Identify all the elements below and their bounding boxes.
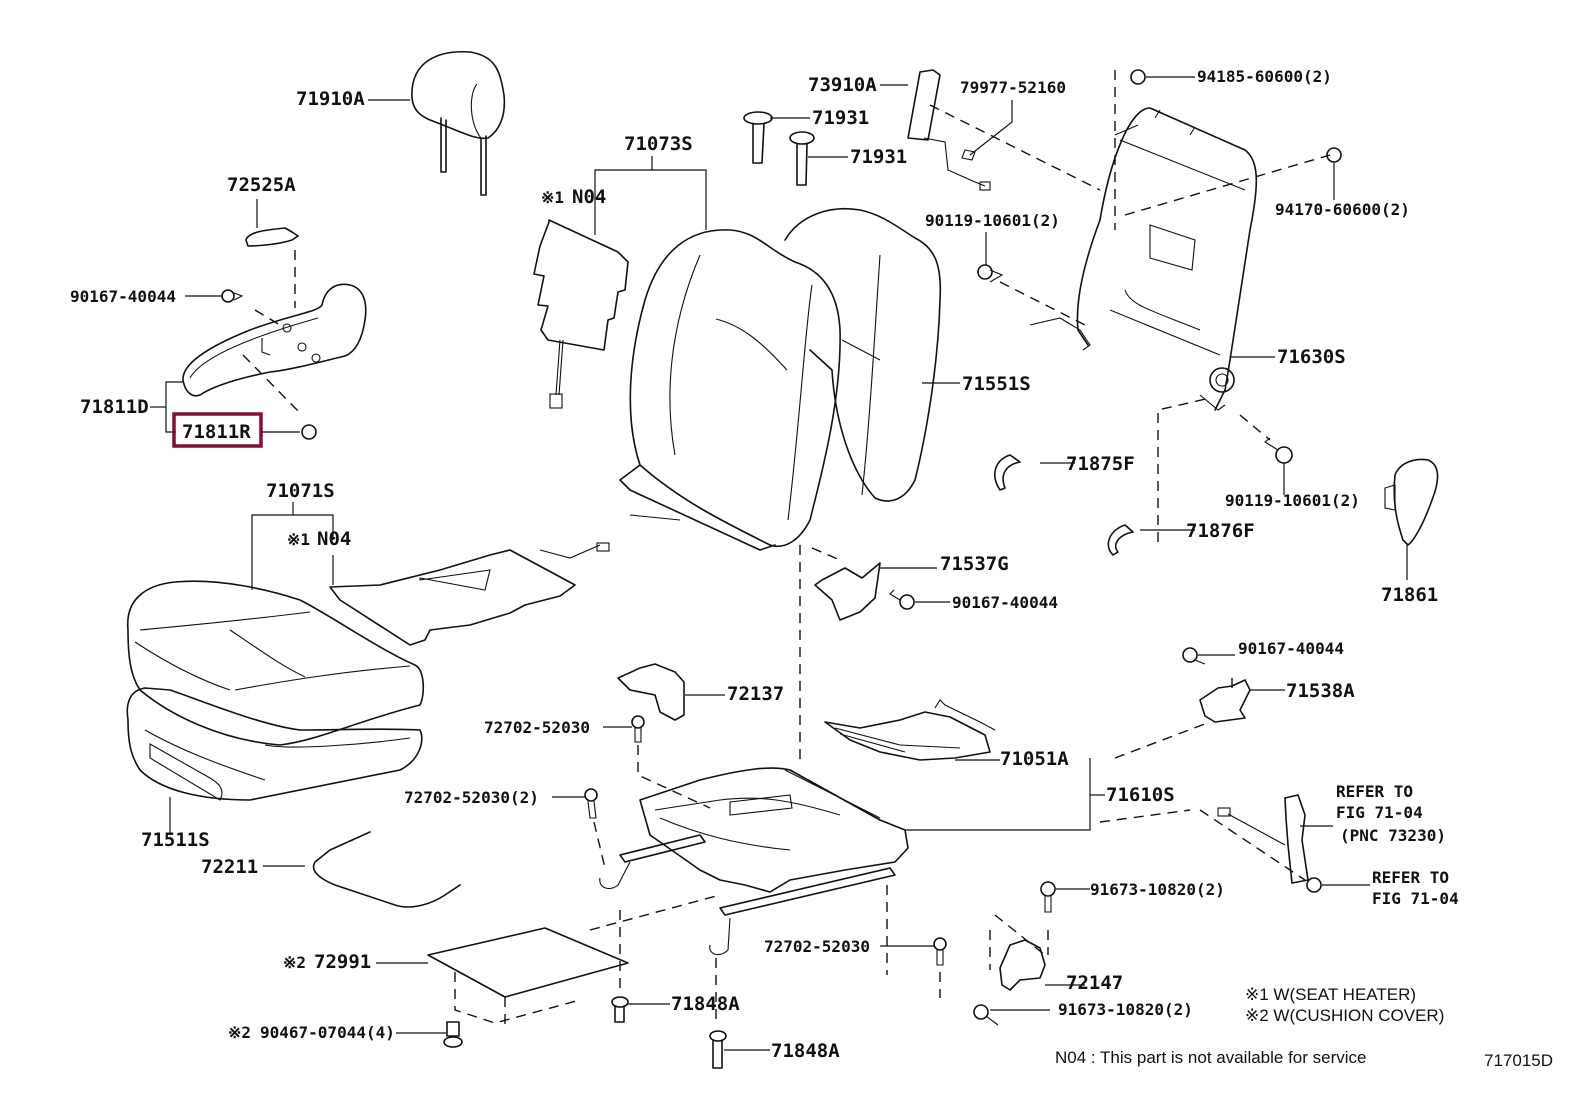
- seatback-frame-part[interactable]: [1076, 107, 1258, 411]
- back-heater-part[interactable]: [533, 219, 629, 351]
- callout-N04-back[interactable]: N04: [572, 186, 606, 208]
- nut-part[interactable]: [1306, 877, 1322, 893]
- callout-71931-2[interactable]: 71931: [850, 146, 907, 168]
- seat-belt-buckle-part[interactable]: [1217, 794, 1309, 884]
- seat-adjuster-part[interactable]: [599, 767, 909, 956]
- nut-part[interactable]: [1326, 147, 1342, 163]
- callout-71610S[interactable]: 71610S: [1106, 784, 1175, 806]
- callout-90167-40044-right[interactable]: 90167-40044: [1238, 639, 1344, 658]
- cushion-pad-part[interactable]: [126, 687, 423, 801]
- headrest-part[interactable]: [411, 50, 506, 196]
- figure-code: 717015D: [1484, 1051, 1553, 1070]
- seat-shield-part[interactable]: [182, 283, 367, 397]
- callout-72991[interactable]: 72991: [314, 951, 371, 973]
- highlight-box: [172, 412, 263, 448]
- bolt-part[interactable]: [977, 264, 1004, 283]
- refer-belt-line1: REFER TO: [1336, 782, 1413, 801]
- refer-nut-line1: REFER TO: [1372, 868, 1449, 887]
- callout-72137[interactable]: 72137: [727, 683, 784, 705]
- nut-part[interactable]: [1130, 69, 1146, 85]
- undercover-part[interactable]: [427, 927, 629, 998]
- callout-71071S[interactable]: 71071S: [266, 480, 335, 502]
- callout-71538A[interactable]: 71538A: [1286, 680, 1355, 702]
- guide-71848A-part[interactable]: [709, 1030, 727, 1069]
- headrest-guide-part[interactable]: [789, 131, 815, 186]
- back-pad-part[interactable]: [784, 208, 942, 502]
- knob-cover-part[interactable]: [245, 227, 299, 247]
- callout-71051A[interactable]: 71051A: [1000, 748, 1069, 770]
- callout-N04-cushion[interactable]: N04: [317, 528, 351, 550]
- recliner-cover-outer-part[interactable]: [1107, 524, 1134, 556]
- callout-72147[interactable]: 72147: [1066, 972, 1123, 994]
- bolt-part[interactable]: [1264, 437, 1293, 464]
- callout-72525A[interactable]: 72525A: [227, 174, 296, 196]
- bolt-part[interactable]: [973, 1004, 999, 1026]
- recliner-knob-cover-part[interactable]: [1393, 458, 1439, 546]
- callout-71875F[interactable]: 71875F: [1066, 453, 1135, 475]
- callout-94170-60600[interactable]: 94170-60600(2): [1275, 200, 1410, 219]
- screw-part[interactable]: [221, 289, 235, 303]
- back-cover-part[interactable]: [629, 229, 841, 547]
- cushion-heater-mark: ※1: [287, 530, 310, 549]
- clip-part[interactable]: [301, 424, 317, 440]
- callout-71630S[interactable]: 71630S: [1277, 346, 1346, 368]
- cushion-cover-part[interactable]: [126, 580, 425, 746]
- callout-94185-60600[interactable]: 94185-60600(2): [1197, 67, 1332, 86]
- bolt-part[interactable]: [631, 715, 645, 743]
- clip-mark: ※2: [228, 1023, 251, 1042]
- callout-72702-52030-a[interactable]: 72702-52030: [484, 718, 590, 737]
- callout-72702-52030-c[interactable]: 72702-52030: [764, 937, 870, 956]
- callout-71811R[interactable]: 71811R: [182, 421, 251, 443]
- callout-72211[interactable]: 72211: [201, 856, 258, 878]
- callout-72702-52030-b[interactable]: 72702-52030(2): [404, 788, 539, 807]
- guide-71848A-part[interactable]: [611, 996, 629, 1023]
- headrest-guide-part[interactable]: [743, 111, 773, 164]
- bracket-72147-part[interactable]: [999, 939, 1046, 991]
- wire-part[interactable]: [312, 831, 461, 908]
- refer-nut-line2[interactable]: FIG 71-04: [1372, 889, 1459, 908]
- callout-73910A[interactable]: 73910A: [808, 74, 877, 96]
- side-airbag-part[interactable]: [907, 69, 941, 141]
- callout-71861[interactable]: 71861: [1381, 584, 1438, 606]
- bracket-71538A-part[interactable]: [1199, 679, 1251, 723]
- callout-71073S[interactable]: 71073S: [624, 133, 693, 155]
- bolt-part[interactable]: [1040, 881, 1056, 913]
- cover-72137-part[interactable]: [617, 663, 685, 721]
- callout-71551S[interactable]: 71551S: [962, 373, 1031, 395]
- screw-part[interactable]: [1182, 647, 1206, 665]
- undercover-mark: ※2: [283, 953, 306, 972]
- callout-91673-10820-bottom[interactable]: 91673-10820(2): [1058, 1000, 1193, 1019]
- callout-90467-07044[interactable]: 90467-07044(4): [260, 1023, 395, 1042]
- clip-90467-part[interactable]: [443, 1021, 463, 1048]
- callout-71511S[interactable]: 71511S: [141, 829, 210, 851]
- legend-note-cushion-cover: ※2 W(CUSHION COVER): [1245, 1006, 1444, 1025]
- bolt-part[interactable]: [584, 788, 598, 819]
- callout-71848A-2[interactable]: 71848A: [771, 1040, 840, 1062]
- callout-91673-10820-top[interactable]: 91673-10820(2): [1090, 880, 1225, 899]
- bolt-part[interactable]: [933, 937, 947, 966]
- legend-note-seat-heater: ※1 W(SEAT HEATER): [1245, 985, 1416, 1004]
- callout-90119-10601-top[interactable]: 90119-10601(2): [925, 211, 1060, 230]
- bracket-71537G-part[interactable]: [814, 562, 881, 621]
- screw-part[interactable]: [889, 589, 915, 610]
- refer-belt-line2[interactable]: FIG 71-04: [1336, 803, 1423, 822]
- spring-part[interactable]: [824, 711, 991, 761]
- callout-90119-10601-bottom[interactable]: 90119-10601(2): [1225, 491, 1360, 510]
- refer-belt-line3: (PNC 73230): [1340, 826, 1446, 845]
- recliner-cover-inner-part[interactable]: [994, 454, 1021, 491]
- heater-mark: ※1: [541, 188, 564, 207]
- callout-71848A-1[interactable]: 71848A: [671, 993, 740, 1015]
- legend-note-n04: N04 : This part is not available for ser…: [1055, 1048, 1367, 1067]
- callout-90167-40044-mid[interactable]: 90167-40044: [952, 593, 1058, 612]
- callout-71910A[interactable]: 71910A: [296, 88, 365, 110]
- callout-71931-1[interactable]: 71931: [812, 107, 869, 129]
- callout-71811D[interactable]: 71811D: [80, 396, 149, 418]
- callout-90167-40044-top-left[interactable]: 90167-40044: [70, 287, 176, 306]
- callout-79977-52160[interactable]: 79977-52160: [960, 78, 1066, 97]
- callout-71876F[interactable]: 71876F: [1186, 520, 1255, 542]
- callout-71537G[interactable]: 71537G: [940, 553, 1009, 575]
- cushion-heater-part[interactable]: [329, 549, 576, 646]
